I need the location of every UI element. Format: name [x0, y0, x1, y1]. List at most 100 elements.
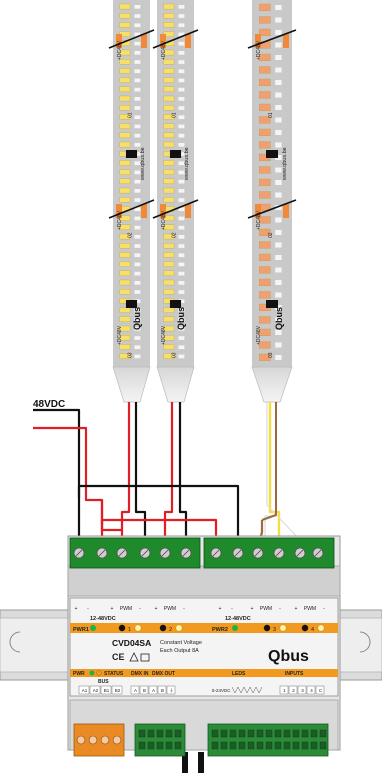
dmx-connector-pin: [138, 729, 146, 738]
led-chip: [259, 328, 271, 337]
cut-line: [247, 29, 297, 49]
driver-ic: [266, 150, 278, 158]
bus-connector-pin: [112, 735, 122, 745]
resistor: [275, 167, 282, 173]
resistor: [134, 281, 141, 285]
resistor: [178, 23, 185, 28]
led-chip: [163, 335, 175, 341]
input-connector-pin: [229, 741, 237, 750]
manual-icon: [140, 653, 150, 662]
resistor: [275, 192, 282, 198]
status-led: [96, 670, 102, 676]
terminal-label: -: [323, 606, 325, 612]
resistor: [134, 124, 141, 129]
input-connector-pin: [220, 741, 228, 750]
supply-voltage-label: 48VDC: [33, 399, 66, 410]
resistor: [134, 336, 141, 340]
pwr2-led: [232, 625, 238, 631]
led-chip: [119, 197, 131, 203]
segment-number: 03: [172, 352, 178, 358]
resistor: [275, 92, 282, 98]
led-chip: [163, 141, 175, 148]
led-chip: [163, 95, 175, 102]
resistor: [275, 317, 282, 323]
resistor: [178, 198, 185, 202]
input-arrow-icon: [243, 686, 251, 694]
bus-connector-pin: [88, 735, 98, 745]
strip-end-caps: [112, 366, 293, 403]
leds-label: LEDS: [232, 671, 246, 677]
screw-slot: [141, 549, 149, 557]
resistor: [178, 299, 185, 304]
resistor: [275, 342, 282, 348]
cut-line: [152, 29, 199, 49]
led-chip: [163, 325, 175, 332]
input-terminal-label-box: [315, 685, 325, 695]
dmx-connector-pin: [165, 741, 173, 750]
led-chip: [119, 22, 131, 28]
bus-connector-pin: [76, 735, 86, 745]
strip-voltage-label: +DC48V: [117, 325, 123, 345]
led-chip: [119, 105, 131, 111]
input-terminal-label: 2: [292, 688, 295, 693]
screw-slot: [98, 549, 106, 557]
bus-terminal-label: A2: [93, 688, 99, 693]
input-connector-pin: [319, 741, 327, 750]
copper-pad: [255, 34, 261, 48]
resistor: [134, 152, 141, 156]
strip-url: www.qbus.be: [184, 147, 190, 181]
terminal-label: -: [183, 606, 185, 612]
resistor: [275, 42, 282, 48]
resistor: [275, 80, 282, 85]
status-pwr-label: PWR: [73, 671, 85, 677]
input-connector-pin: [265, 741, 273, 750]
led-chip: [119, 270, 131, 277]
segment-number: 02: [172, 232, 178, 238]
resistor: [134, 253, 141, 258]
resistor: [275, 217, 282, 223]
led-chip: [259, 91, 271, 99]
resistor: [134, 161, 141, 166]
led-chip: [119, 77, 131, 83]
led-chip: [119, 252, 131, 258]
led-chip: [163, 13, 175, 19]
input-connector-pin: [229, 729, 237, 738]
resistor: [134, 216, 141, 221]
resistor: [134, 317, 141, 322]
led-chip: [163, 68, 175, 74]
cut-line: [247, 199, 297, 219]
resistor: [178, 106, 185, 110]
led-chip: [119, 307, 131, 313]
resistor: [178, 244, 185, 248]
led-chip: [163, 307, 175, 313]
led-chip: [259, 353, 271, 362]
led-chip: [163, 353, 175, 359]
strip-url: www.qbus.be: [282, 147, 288, 181]
resistor: [178, 281, 185, 285]
terminal-block-left: [69, 537, 201, 569]
input-connector-pin: [256, 741, 264, 750]
led-chip: [119, 95, 131, 102]
terminal-label: PWM: [260, 606, 272, 612]
resistor: [178, 87, 185, 92]
resistor: [134, 41, 141, 46]
dmx-connector-pin: [174, 729, 182, 738]
input-terminal-label-box: [288, 685, 298, 695]
led-chip: [163, 114, 175, 120]
resistor: [275, 155, 282, 160]
led-chip: [119, 13, 131, 19]
copper-pad: [185, 34, 191, 48]
led-chip: [163, 187, 175, 194]
led-chip: [119, 123, 131, 129]
channel-number: 2: [169, 627, 172, 633]
led-chip: [119, 344, 131, 350]
led-chip: [163, 279, 175, 286]
resistor: [178, 115, 185, 120]
resistor: [178, 216, 185, 221]
led-chip: [119, 169, 131, 175]
channel-led: [118, 624, 126, 632]
resistor: [178, 308, 185, 313]
cut-line: [152, 199, 199, 219]
copper-pad: [255, 204, 261, 218]
